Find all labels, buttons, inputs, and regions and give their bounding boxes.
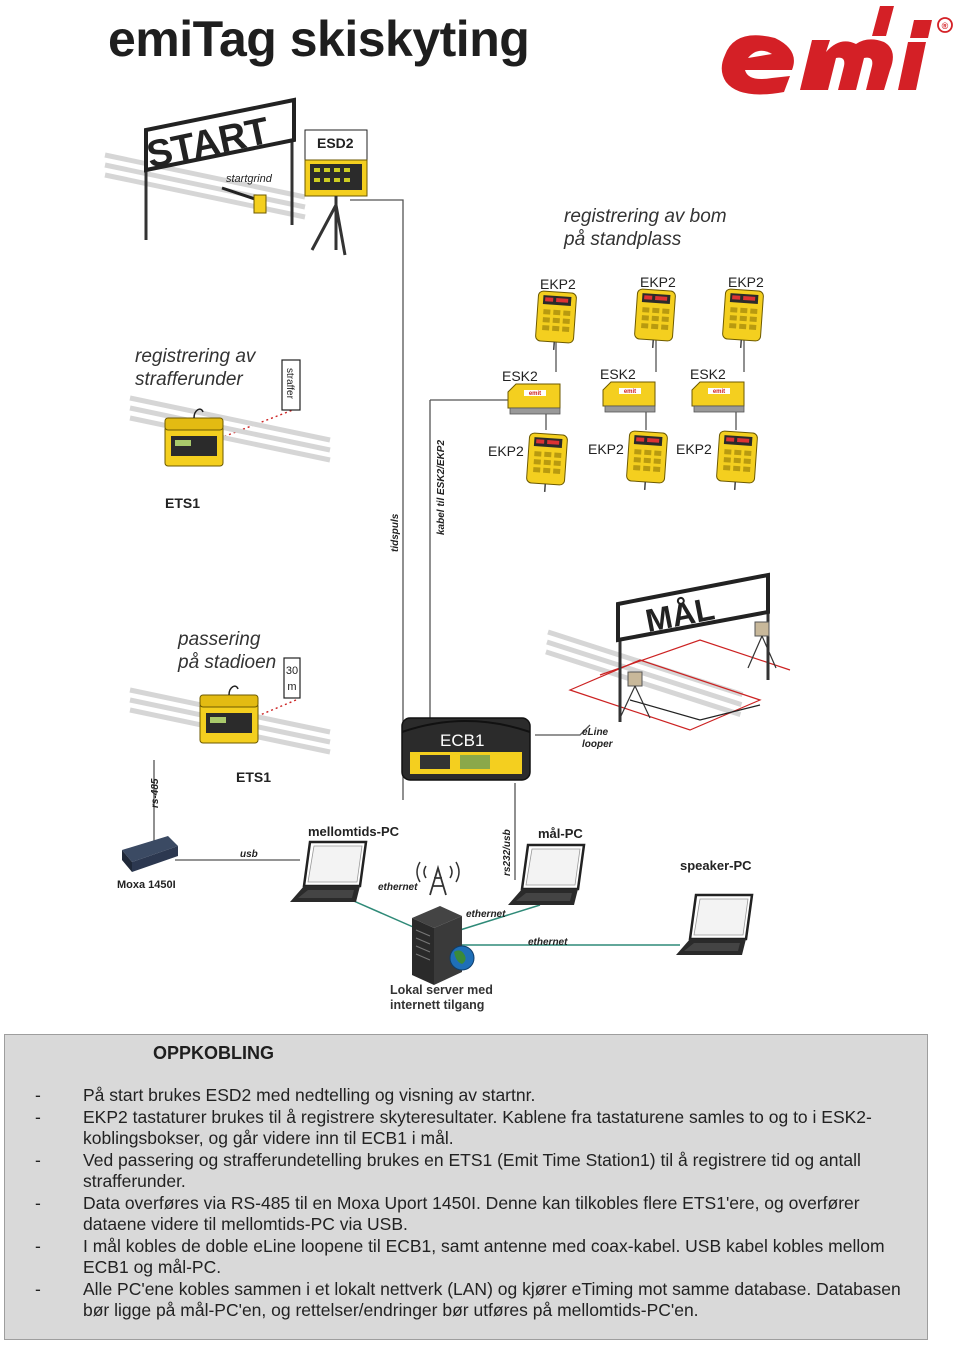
oppkobling-list: På start brukes ESD2 med nedtelling og v… bbox=[35, 1085, 915, 1322]
ekp2-top-2 bbox=[632, 287, 677, 350]
eline-label-1: eLine bbox=[582, 727, 609, 738]
startgrind-label: startgrind bbox=[226, 173, 273, 185]
oppkobling-panel: OPPKOBLING På start brukes ESD2 med nedt… bbox=[4, 1034, 928, 1340]
tidspuls-label: tidspuls bbox=[390, 513, 401, 552]
bom-heading-1: registrering av bom bbox=[564, 206, 727, 227]
eline-label-2: looper bbox=[582, 739, 614, 750]
strafferunder-heading-2: strafferunder bbox=[135, 369, 243, 390]
mal-pc-label: mål-PC bbox=[538, 826, 583, 841]
kabel-esk-label: kabel til ESK2/EKP2 bbox=[436, 440, 447, 535]
ets1-stadion-device bbox=[199, 685, 259, 744]
list-item: I mål kobles de doble eLine loopene til … bbox=[35, 1236, 915, 1279]
mal-pc-icon bbox=[506, 843, 586, 907]
usb-label: usb bbox=[240, 849, 258, 860]
list-item: Ved passering og strafferundetelling bru… bbox=[35, 1150, 915, 1193]
moxa-label: Moxa 1450I bbox=[117, 879, 176, 891]
list-item: Alle PC'ene kobles sammen i et lokalt ne… bbox=[35, 1279, 915, 1322]
rs232usb-label: rs232/usb bbox=[502, 829, 513, 876]
esk2-2 bbox=[602, 381, 656, 413]
stadion-heading-2: på stadioen bbox=[177, 652, 276, 673]
mellomtids-pc-icon bbox=[288, 840, 368, 904]
ekp2-bottom-2-label: EKP2 bbox=[588, 441, 624, 457]
stadion-sign-top: 30 bbox=[286, 665, 298, 677]
ets1-stadion-label: ETS1 bbox=[236, 769, 271, 785]
esk2-1 bbox=[507, 383, 561, 415]
mellomtids-pc-label: mellomtids-PC bbox=[308, 824, 400, 839]
start-gate: START bbox=[105, 97, 305, 240]
list-item: På start brukes ESD2 med nedtelling og v… bbox=[35, 1085, 915, 1107]
server-label-1: Lokal server med bbox=[390, 983, 493, 997]
ecb1-device bbox=[401, 717, 531, 781]
esk2-3-label: ESK2 bbox=[690, 366, 726, 382]
list-item: Data overføres via RS-485 til en Moxa Up… bbox=[35, 1193, 915, 1236]
bom-heading-2: på standplass bbox=[563, 229, 682, 250]
list-item: EKP2 tastaturer brukes til å registrere … bbox=[35, 1107, 915, 1150]
registered-mark: ® bbox=[942, 21, 949, 31]
ethernet-label-3: ethernet bbox=[528, 937, 568, 948]
antenna-icon bbox=[416, 861, 460, 896]
registered-icon bbox=[937, 17, 953, 33]
straffer-sign: straffer bbox=[284, 368, 295, 400]
oppkobling-heading: OPPKOBLING bbox=[153, 1043, 275, 1063]
ekp2-top-3 bbox=[720, 287, 765, 350]
ethernet-label-1: ethernet bbox=[378, 882, 418, 893]
esk2-1-label: ESK2 bbox=[502, 368, 538, 384]
emit-logo: ® bbox=[721, 6, 953, 95]
stadion-sign-bottom: m bbox=[287, 681, 296, 693]
server-icon bbox=[412, 906, 475, 985]
system-diagram: emit ® bbox=[0, 6, 953, 1012]
ethernet-label-2: ethernet bbox=[466, 909, 506, 920]
rs485-label: rs-485 bbox=[150, 778, 161, 808]
esd2-device bbox=[304, 129, 368, 256]
finish-area: MÅL bbox=[542, 572, 791, 731]
esk2-3 bbox=[691, 381, 745, 413]
speaker-pc-label: speaker-PC bbox=[680, 858, 752, 873]
moxa-device bbox=[122, 836, 178, 872]
ecb1-label: ECB1 bbox=[440, 731, 484, 750]
ekp2-top-1-label: EKP2 bbox=[540, 276, 576, 292]
ekp2-bottom-3-label: EKP2 bbox=[676, 441, 712, 457]
ets1-straffe-label: ETS1 bbox=[165, 495, 200, 511]
strafferunder-heading-1: registrering av bbox=[135, 346, 257, 367]
ekp2-top-2-label: EKP2 bbox=[640, 274, 676, 290]
ekp2-top-1 bbox=[533, 289, 578, 352]
ekp2-bottom-1 bbox=[524, 431, 569, 494]
esd2-label: ESD2 bbox=[317, 135, 354, 151]
ekp2-bottom-1-label: EKP2 bbox=[488, 443, 524, 459]
server-label-2: internett tilgang bbox=[390, 998, 484, 1012]
stadion-heading-1: passering bbox=[177, 629, 261, 650]
page-title: emiTag skiskyting bbox=[108, 11, 530, 67]
ets1-straffe-device bbox=[164, 408, 224, 467]
speaker-pc-icon bbox=[674, 893, 754, 957]
esk2-2-label: ESK2 bbox=[600, 366, 636, 382]
ekp2-bottom-2 bbox=[624, 429, 669, 492]
ekp2-top-3-label: EKP2 bbox=[728, 274, 764, 290]
ekp2-bottom-3 bbox=[714, 429, 759, 492]
